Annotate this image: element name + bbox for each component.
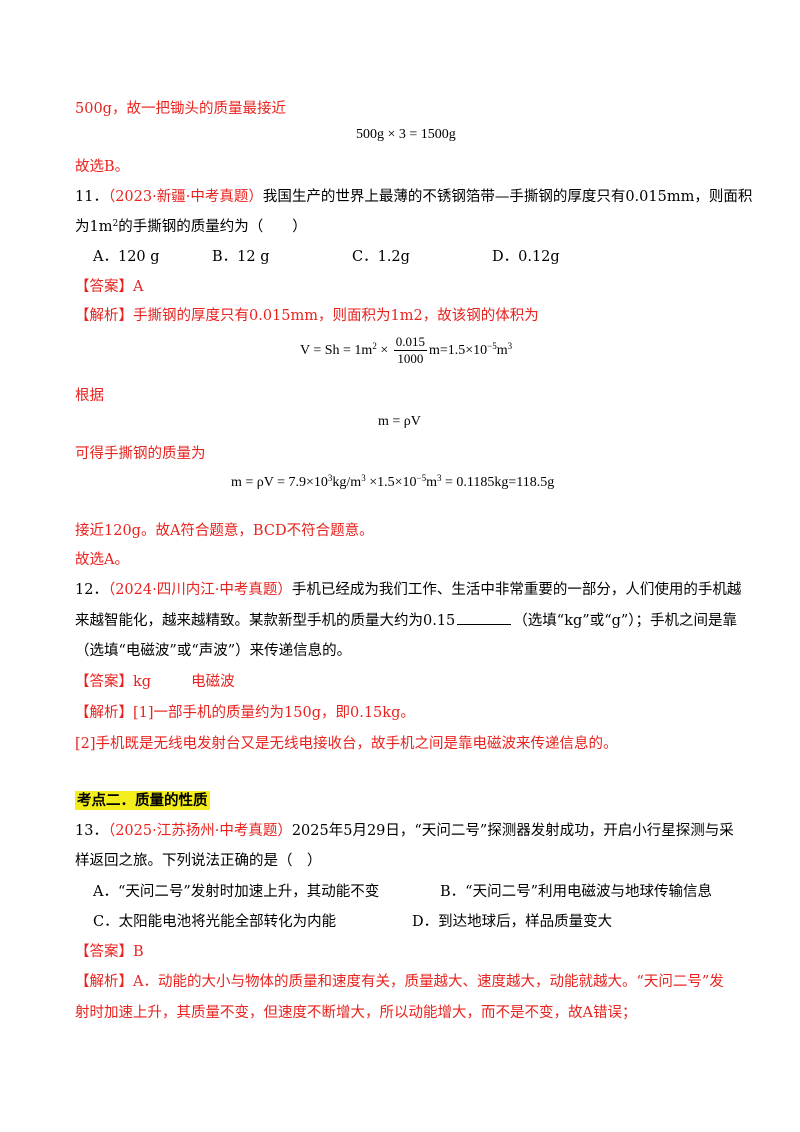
section-title: 考点二．质量的性质: [75, 791, 210, 810]
q11-f1-sup1: 2: [372, 341, 377, 351]
q12-stem-line2: 来越智能化，越来越精致。某款新型手机的质量大约为0.15 （选填“kg”或“g”）…: [75, 610, 737, 631]
q13-option-d: D．到达地球后，样品质量变大: [412, 914, 613, 930]
q11-source: （2023·新疆·中考真题）: [107, 189, 263, 205]
q11-f3-a: m = ρV = 7.9×10: [231, 475, 328, 490]
q11-stem-suffix: 的手撕钢的质量约为（ ）: [118, 219, 307, 235]
q11-f3-sup4: 3: [436, 473, 442, 483]
q11-f1-times: ×: [376, 343, 392, 358]
q13-analysis-2: 射时加速上升，其质量不变，但速度不断增大，所以动能增大，而不是不变，故A错误；: [75, 1005, 637, 1021]
q11-option-b: B．12 g: [212, 249, 270, 265]
q11-according: 根据: [75, 388, 104, 404]
q13-stem-text: 2025年5月29日，“天问二号”探测器发射成功，开启小行星探测与采: [291, 823, 734, 839]
q11-stem-sup: 2: [112, 219, 119, 229]
q11-analysis: 【解析】手撕钢的厚度只有0.015mm，则面积为1m2，故该钢的体积为: [75, 308, 539, 324]
q11-f3-sup2: 3: [361, 473, 366, 483]
q12-analysis-2: [2]手机既是无线电发射台又是无线电接收台，故手机之间是靠电磁波来传递信息的。: [75, 736, 618, 752]
q13-answer: 【答案】B: [75, 944, 144, 960]
q11-number: 11．: [75, 189, 108, 205]
q12-source: （2024·四川内江·中考真题）: [107, 582, 292, 598]
q13-number: 13．: [75, 823, 108, 839]
q11-f1-denominator: 1000: [397, 351, 424, 367]
q13-option-a: A．“天问二号”发射时加速上升，其动能不变: [93, 884, 380, 900]
q13-analysis-1: 【解析】A．动能的大小与物体的质量和速度有关，质量越大、速度越大，动能就越大。“…: [75, 974, 724, 990]
q11-f3-sup3: −5: [416, 473, 427, 483]
q11-f1-unit: m: [496, 343, 508, 358]
q12-number: 12．: [75, 582, 108, 598]
q11-f3-c: ×1.5×10: [365, 475, 417, 490]
q11-stem-prefix: 为1m: [75, 219, 113, 235]
q11-f1-sup3: 3: [507, 341, 513, 351]
q11-answer: 【答案】A: [75, 279, 144, 295]
q11-f1-numerator: 0.015: [393, 334, 427, 352]
q13-stem-line1: 13．（2025·江苏扬州·中考真题）2025年5月29日，“天问二号”探测器发…: [75, 821, 734, 841]
q11-f1-pre: V = Sh = 1m: [300, 343, 373, 358]
q13-option-b: B．“天问二号”利用电磁波与地球传输信息: [440, 884, 712, 900]
q12-stem-prefix: 来越智能化，越来越精致。某款新型手机的质量大约为0.15: [75, 613, 456, 629]
q11-f3-d: m: [426, 475, 437, 490]
q11-option-a: A．120 g: [93, 249, 160, 265]
q11-choose: 故选A。: [75, 552, 129, 568]
q11-density-formula: m = ρV: [378, 414, 421, 429]
q11-mass-formula: m = ρV = 7.9×103kg/m3 ×1.5×10−5m3 = 0.11…: [231, 473, 554, 493]
q13-source: （2025·江苏扬州·中考真题）: [107, 823, 292, 839]
q11-option-d: D．0.12g: [492, 249, 560, 265]
q11-f1-mid: m=1.5×10: [428, 343, 488, 358]
q10-choose: 故选B。: [75, 159, 130, 175]
q11-f1-sup2: −5: [487, 341, 497, 351]
q10-text-line: 500g，故一把锄头的质量最接近: [75, 101, 286, 117]
q11-f3-e: = 0.1185kg=118.5g: [441, 475, 555, 490]
q11-f3-b: kg/m: [332, 475, 362, 490]
q10-formula: 500g × 3 = 1500g: [356, 127, 456, 142]
q11-conclusion: 接近120g。故A符合题意，BCD不符合题意。: [75, 523, 374, 539]
q11-f3-sup1: 3: [327, 473, 333, 483]
q11-stem-line1: 11．（2023·新疆·中考真题）我国生产的世界上最薄的不锈钢箔带—手撕钢的厚度…: [75, 187, 752, 207]
q12-answer-blank: [457, 610, 512, 625]
q13-stem-line2: 样返回之旅。下列说法正确的是（ ）: [75, 853, 322, 869]
q12-stem-line3: （选填“电磁波”或“声波”）来传递信息的。: [75, 643, 352, 659]
q12-stem-suffix: （选填“kg”或“g”）；手机之间是靠: [513, 613, 738, 629]
q11-stem-line2: 为1m2的手撕钢的质量约为（ ）: [75, 217, 307, 237]
q11-stem-text: 我国生产的世界上最薄的不锈钢箔带—手撕钢的厚度只有0.015mm，则面积: [262, 189, 753, 205]
section-heading: 考点二．质量的性质: [75, 791, 210, 811]
q11-mass-intro: 可得手撕钢的质量为: [75, 446, 206, 462]
q12-answer-1: 【答案】kg: [75, 674, 152, 690]
q13-option-c: C．太阳能电池将光能全部转化为内能: [93, 914, 337, 930]
q11-option-c: C．1.2g: [352, 249, 410, 265]
q12-analysis-1: 【解析】[1]一部手机的质量约为150g，即0.15kg。: [75, 705, 415, 721]
q12-answer-2: 电磁波: [191, 674, 235, 690]
q12-answer: 【答案】kg 电磁波: [75, 672, 235, 692]
q12-stem-line1: 12．（2024·四川内江·中考真题）手机已经成为我们工作、生活中非常重要的一部…: [75, 580, 741, 600]
q12-stem-text: 手机已经成为我们工作、生活中非常重要的一部分，人们使用的手机越: [291, 582, 742, 598]
